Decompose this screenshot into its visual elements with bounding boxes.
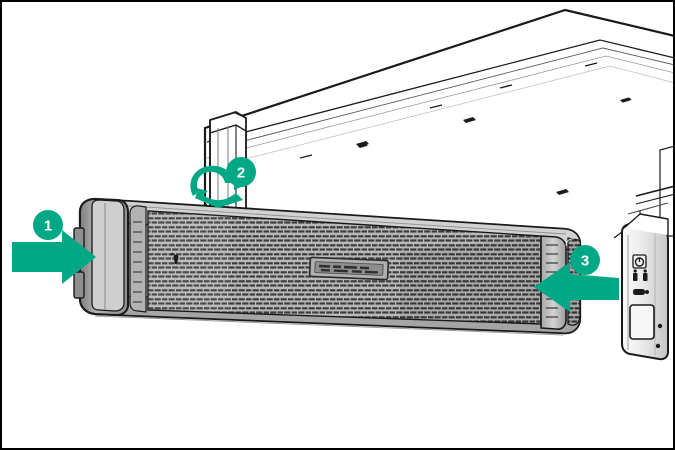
server-chassis <box>203 8 675 245</box>
callout-3-label: 3 <box>581 253 589 270</box>
callout-2-label: 2 <box>237 165 245 182</box>
usb-port-cutout <box>629 304 655 340</box>
callout-1-arrow <box>12 230 96 284</box>
nic-status-led-icon <box>643 269 648 281</box>
front-panel-ear <box>613 213 669 361</box>
bezel-lock-mark <box>170 252 179 264</box>
callout-3-badge <box>570 245 600 275</box>
ear-screw-lower <box>655 343 661 349</box>
callout-3[interactable]: 3 <box>534 245 619 312</box>
health-led-icon <box>633 269 638 281</box>
chassis-seam-ticks <box>299 62 598 159</box>
callout-1[interactable]: 1 <box>12 210 96 284</box>
usb-port-icon <box>633 289 649 295</box>
ear-screw-upper <box>657 323 663 329</box>
callout-1-badge <box>33 210 63 240</box>
callout-2-badge <box>226 157 256 187</box>
bezel-logo-plate <box>308 256 390 281</box>
bezel-hinge-end <box>73 198 147 316</box>
bezel-mesh-face <box>147 210 542 325</box>
chassis-fastener-marks <box>356 97 632 195</box>
power-button-icon <box>632 254 647 269</box>
bezel-left-vents <box>133 221 142 303</box>
callout-2[interactable]: 2 <box>190 157 256 208</box>
security-bezel <box>73 197 582 336</box>
callout-1-label: 1 <box>44 218 52 235</box>
callout-3-arrow <box>534 262 619 312</box>
